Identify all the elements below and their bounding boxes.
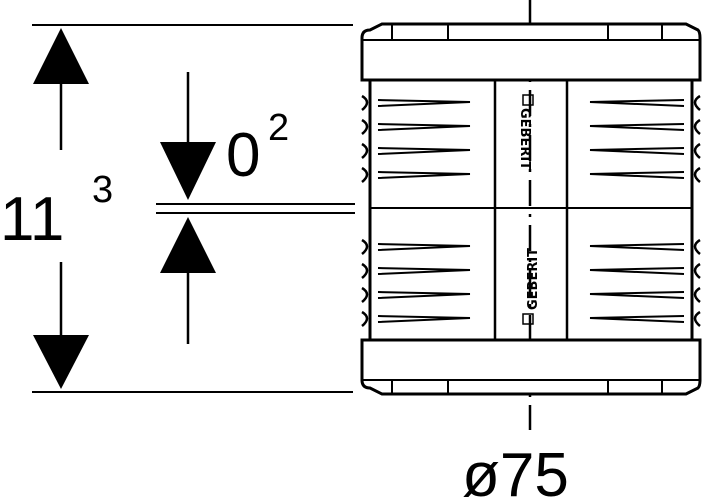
arrow-down-icon <box>33 335 89 389</box>
logo-text-bottom: GEBERIT <box>526 248 541 310</box>
rib-tapers <box>377 99 685 323</box>
logo-text-top: GEBERIT <box>517 108 532 170</box>
diameter-label: ø75 <box>462 441 569 504</box>
coupling-body <box>360 22 702 396</box>
overall-height-superscript: 3 <box>92 169 113 211</box>
geberit-logo-top: GEBERIT <box>517 94 534 170</box>
gap-value: 0 <box>226 121 260 190</box>
gap-dimension <box>156 72 355 344</box>
overall-height-value: 11 <box>0 185 64 254</box>
overall-height-dimension <box>33 28 89 389</box>
gap-superscript: 2 <box>268 107 289 149</box>
geberit-logo-bottom: GEBERIT <box>522 248 541 325</box>
gap-arrow-up-icon <box>160 217 216 273</box>
gap-arrow-down-icon <box>160 142 216 200</box>
arrow-up-icon <box>33 28 89 84</box>
